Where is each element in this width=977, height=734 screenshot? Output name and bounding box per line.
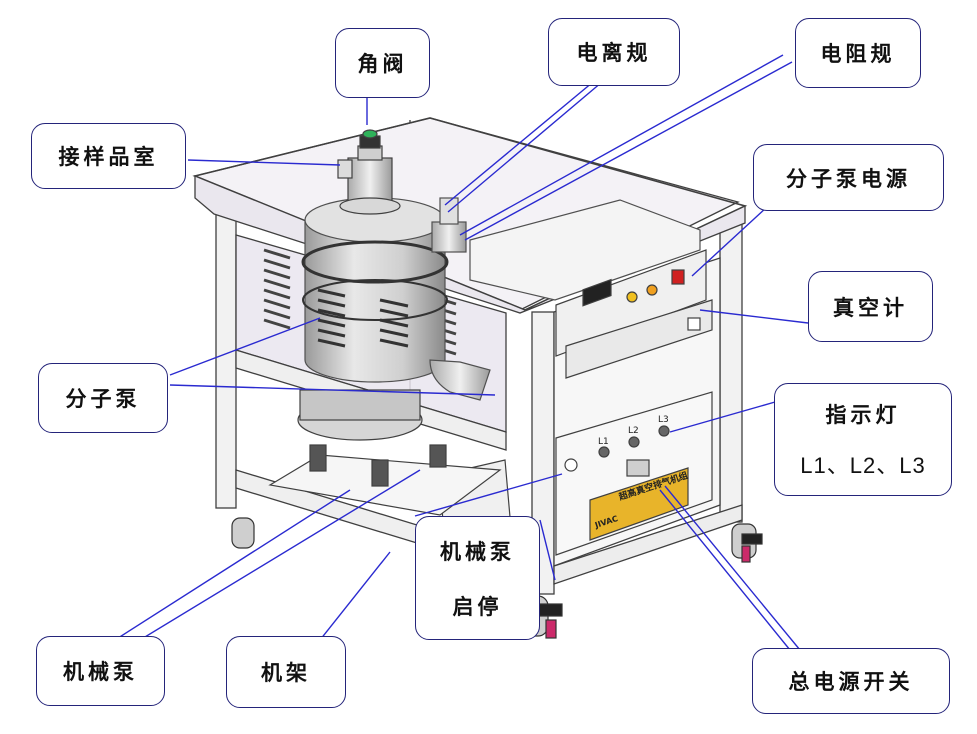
label-sample-chamber: 接样品室 [58,145,159,169]
callout-turbo-power: 分子泵电源 [753,144,944,211]
callout-resistance-gauge: 电阻规 [795,18,921,88]
label-main-power: 总电源开关 [788,670,914,694]
callout-ion-gauge: 电离规 [548,18,680,86]
callout-angle-valve: 角阀 [335,28,430,98]
leader-lines [114,54,809,651]
turbo-pump-slots [317,288,409,348]
power-supply-box [469,199,701,301]
label-ion-gauge: 电离规 [576,41,652,65]
label-turbo-power: 分子泵电源 [786,166,911,191]
mechanical-pump-body [268,389,513,556]
label-mech-pump: 机械泵 [63,660,138,684]
turbo-pump-body [301,197,449,383]
panel-l3-text: L3 [658,415,669,425]
callout-frame: 机架 [226,636,346,708]
callout-vacuum-gauge: 真空计 [808,271,933,342]
label-indicator: 指示灯 [825,403,901,428]
callout-sample-chamber: 接样品室 [31,123,186,189]
angle-valve-part [337,129,401,215]
label-mech-pump-switch: 机械泵 [440,539,515,564]
label-turbo-pump: 分子泵 [65,387,141,411]
control-panel [555,249,713,379]
label-frame: 机架 [261,661,311,685]
label-mech-pump-switch-2: 启停 [452,594,503,619]
callout-turbo-pump: 分子泵 [38,363,168,433]
label-vacuum-gauge: 真空计 [833,295,908,320]
panel-l1-text: L1 [598,437,609,447]
callout-mech-pump-switch: 机械泵 启停 [415,516,540,640]
callout-indicator: 指示灯 L1、L2、L3 [774,383,952,496]
indicator-panel [555,391,713,556]
label-angle-valve: 角阀 [357,52,408,76]
callout-main-power: 总电源开关 [752,648,950,714]
label-resistance-gauge: 电阻规 [820,42,896,66]
label-indicator-ids: L1、L2、L3 [800,452,926,478]
panel-l2-text: L2 [628,426,639,436]
callout-mech-pump: 机械泵 [36,636,165,706]
